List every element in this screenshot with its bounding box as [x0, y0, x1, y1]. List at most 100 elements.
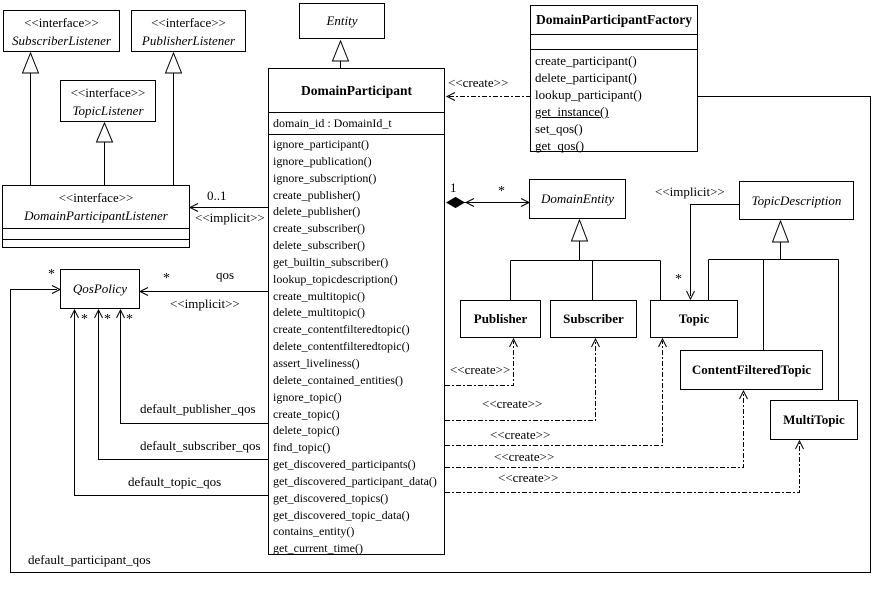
- class-name: ContentFilteredTopic: [691, 362, 812, 377]
- method-item: lookup_participant(): [535, 87, 642, 103]
- method-item: get_builtin_subscriber(): [273, 254, 389, 269]
- class-domain-participant-listener: <<interface>> DomainParticipantListener: [2, 185, 190, 248]
- class-domain-participant-factory: DomainParticipantFactory create_particip…: [530, 5, 698, 155]
- method-item: ignore_participant(): [273, 137, 369, 151]
- class-topic-description: TopicDescription: [739, 181, 854, 220]
- implicit-label-qos: <<implicit>>: [170, 296, 240, 311]
- class-name: DomainParticipant: [269, 69, 444, 113]
- multiplicity-one: 1: [450, 180, 457, 195]
- multiplicity-star-participant-qos: *: [48, 267, 55, 282]
- multiplicity-star-topic-qos: *: [81, 312, 88, 327]
- create-dependency-lines: [445, 96, 800, 493]
- methods-compartment: create_participant() delete_participant()…: [531, 50, 697, 155]
- class-name: SubscriberListener: [12, 33, 111, 48]
- class-name: Topic: [678, 311, 710, 326]
- class-publisher: Publisher: [460, 300, 541, 338]
- multiplicity-star-qos: *: [163, 271, 170, 286]
- stereotype-label: <<interface>>: [151, 15, 226, 30]
- class-domain-entity: DomainEntity: [529, 179, 626, 219]
- multiplicity-star-subscriber-qos: *: [104, 312, 111, 327]
- method-item: create_topic(): [273, 406, 340, 421]
- method-item: get_qos(): [535, 138, 585, 154]
- method-item: delete_publisher(): [273, 204, 361, 219]
- multiplicity-star-composition: *: [498, 184, 505, 199]
- method-item: create_multitopic(): [273, 288, 365, 303]
- class-name: DomainParticipantListener: [24, 208, 168, 223]
- method-item: ignore_subscription(): [273, 170, 377, 185]
- qos-role-label: qos: [216, 267, 235, 282]
- create-label-subscriber: <<create>>: [482, 396, 543, 411]
- class-name: Subscriber: [563, 311, 624, 326]
- class-name: Publisher: [473, 311, 528, 326]
- class-name: DomainParticipantFactory: [531, 6, 697, 35]
- composition-diamond-icon: [446, 196, 465, 209]
- default-publisher-qos-label: default_publisher_qos: [140, 401, 256, 416]
- solid-lines: [10, 61, 871, 573]
- method-item: get_discovered_topics(): [273, 490, 389, 505]
- method-item: find_topic(): [273, 440, 331, 455]
- class-topic-listener: <<interface>> TopicListener: [60, 80, 156, 122]
- class-subscriber-listener: <<interface>> SubscriberListener: [3, 10, 120, 52]
- class-domain-participant: DomainParticipant domain_id : DomainId_t…: [268, 68, 445, 555]
- method-item: lookup_topicdescription(): [273, 271, 398, 286]
- method-item: create_publisher(): [273, 187, 361, 202]
- stereotype-label: <<interface>>: [70, 85, 146, 100]
- method-item: get_discovered_topic_data(): [273, 507, 410, 522]
- method-item: delete_participant(): [535, 70, 637, 86]
- class-content-filtered-topic: ContentFilteredTopic: [680, 350, 823, 390]
- multiplicity-star-publisher-qos: *: [126, 312, 133, 327]
- class-qos-policy: QosPolicy: [60, 269, 140, 309]
- method-item: ignore_publication(): [273, 153, 372, 168]
- title-compartment: <<interface>> DomainParticipantListener: [3, 186, 189, 228]
- method-item: ignore_topic(): [273, 389, 342, 404]
- method-item: get_current_time(): [273, 541, 363, 556]
- method-item: assert_liveliness(): [273, 355, 360, 370]
- class-multi-topic: MultiTopic: [770, 400, 858, 440]
- create-label-contentfilteredtopic: <<create>>: [494, 449, 555, 464]
- create-label-publisher: <<create>>: [450, 362, 511, 377]
- create-label-multitopic: <<create>>: [498, 470, 559, 485]
- class-name: QosPolicy: [72, 281, 128, 296]
- implicit-label-listener: <<implicit>>: [195, 210, 265, 225]
- class-name: DomainEntity: [541, 191, 614, 206]
- method-item: create_participant(): [535, 53, 637, 68]
- class-name: MultiTopic: [783, 412, 845, 427]
- method-item: delete_contentfilteredtopic(): [273, 339, 410, 354]
- attribute-item: domain_id : DomainId_t: [273, 116, 392, 130]
- create-label-topic: <<create>>: [490, 427, 551, 442]
- stereotype-label: <<interface>>: [58, 190, 134, 205]
- empty-attributes-compartment: [531, 35, 697, 50]
- multiplicity-star-topicdescription: *: [675, 272, 682, 287]
- stereotype-label: <<interface>>: [24, 15, 99, 30]
- class-name: TopicDescription: [751, 192, 842, 208]
- class-publisher-listener: <<interface>> PublisherListener: [131, 10, 246, 52]
- method-item: set_qos(): [535, 121, 583, 137]
- method-item: delete_multitopic(): [273, 305, 365, 320]
- open-arrowheads: [51, 92, 804, 450]
- methods-compartment: ignore_participant() ignore_publication()…: [269, 135, 444, 557]
- class-name: Entity: [326, 13, 358, 28]
- class-subscriber: Subscriber: [550, 300, 637, 338]
- method-item: delete_topic(): [273, 423, 340, 438]
- default-subscriber-qos-label: default_subscriber_qos: [140, 438, 261, 453]
- generalization-triangles: [21, 39, 790, 243]
- method-item: get_discovered_participants(): [273, 457, 416, 472]
- default-participant-qos-label: default_participant_qos: [28, 552, 151, 567]
- class-entity: Entity: [299, 3, 385, 39]
- method-item: contains_entity(): [273, 524, 355, 539]
- method-item: delete_contained_entities(): [273, 372, 403, 387]
- multiplicity-zero-one: 0..1: [207, 188, 227, 203]
- method-item: get_discovered_participant_data(): [273, 473, 437, 488]
- empty-compartment: [3, 228, 189, 239]
- default-topic-qos-label: default_topic_qos: [128, 474, 222, 489]
- create-label-factory: <<create>>: [448, 75, 509, 90]
- method-item: delete_subscriber(): [273, 238, 365, 253]
- class-name: TopicListener: [72, 103, 144, 118]
- class-name: PublisherListener: [141, 33, 236, 48]
- attributes-compartment: domain_id : DomainId_t: [269, 113, 444, 135]
- implicit-label-topicdescription: <<implicit>>: [655, 184, 725, 199]
- method-item: create_contentfilteredtopic(): [273, 322, 410, 337]
- empty-compartment: [3, 239, 189, 249]
